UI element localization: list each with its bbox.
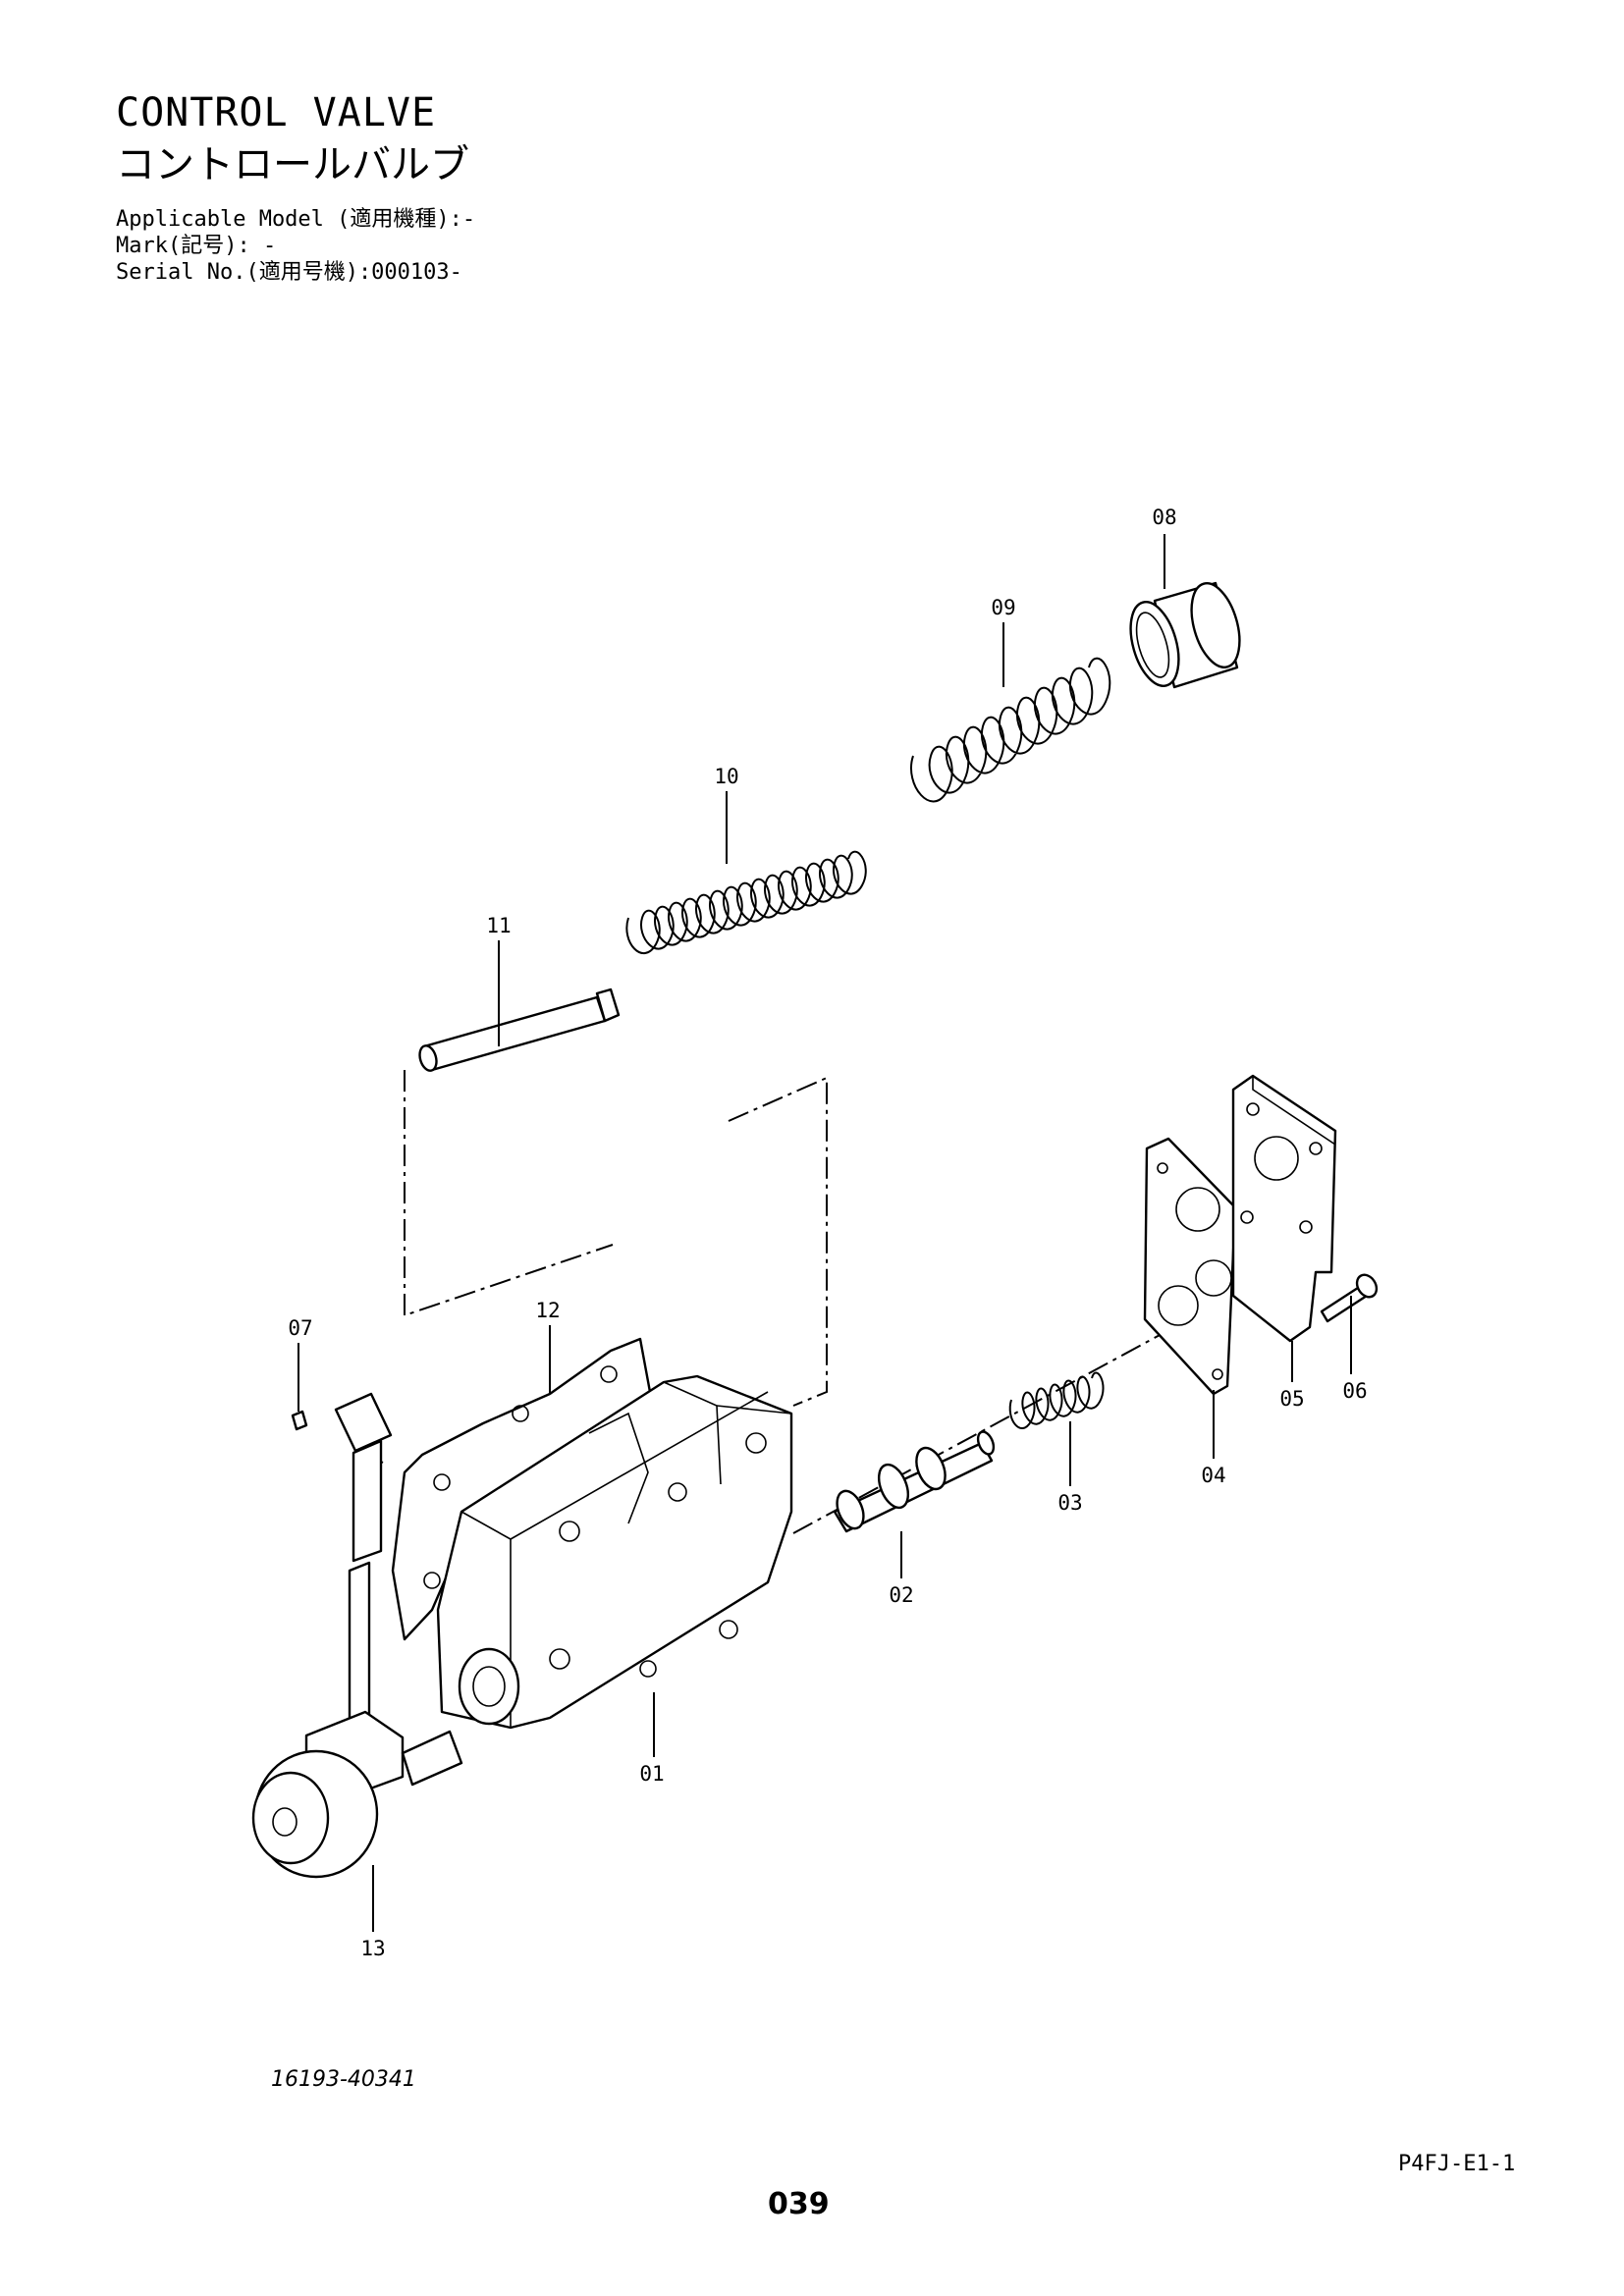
callout-08: 08 (1152, 506, 1176, 529)
alignment-line-left (404, 1070, 614, 1317)
part-13-solenoid[interactable] (251, 1710, 463, 1879)
part-07-fitting[interactable] (291, 1410, 308, 1431)
part-10-small-spring[interactable] (625, 850, 867, 955)
part-06-bolt[interactable] (1320, 1271, 1380, 1323)
callout-11: 11 (486, 914, 511, 937)
part-03-spring[interactable] (1008, 1371, 1105, 1429)
callout-06: 06 (1342, 1379, 1367, 1403)
alignment-line-spool (792, 1326, 1175, 1534)
applicable-model: Applicable Model (適用機種):- (116, 207, 476, 232)
callout-05: 05 (1279, 1387, 1304, 1411)
part-09-large-spring[interactable] (910, 657, 1111, 803)
callout-07: 07 (288, 1316, 312, 1340)
callout-12: 12 (535, 1299, 560, 1322)
serial-number: Serial No.(適用号機):000103- (116, 260, 462, 285)
part-02-spool[interactable] (832, 1429, 997, 1533)
solenoid-connector-wire (334, 1392, 393, 1726)
page-code: P4FJ-E1-1 (1398, 2152, 1516, 2176)
callout-09: 09 (991, 596, 1015, 619)
part-04-plate[interactable] (1143, 1137, 1237, 1396)
callout-10: 10 (714, 765, 738, 788)
part-11-pin[interactable] (417, 988, 621, 1073)
alignment-line-right (728, 1076, 828, 1407)
callout-04: 04 (1201, 1464, 1225, 1487)
part-01-valve-body[interactable] (436, 1374, 793, 1730)
callout-13: 13 (360, 1937, 385, 1960)
page-title: CONTROL VALVE (116, 90, 437, 135)
page-number: 039 (768, 2187, 830, 2221)
callout-02: 02 (889, 1583, 913, 1607)
callout-03: 03 (1057, 1491, 1082, 1515)
part-05-cover[interactable] (1231, 1074, 1337, 1343)
drawing-number: 16193-40341 (271, 2067, 416, 2092)
mark: Mark(記号): - (116, 234, 277, 258)
callout-01: 01 (639, 1762, 664, 1786)
page-title-japanese: コントロールバルブ (116, 142, 469, 187)
part-08-sleeve[interactable] (1122, 578, 1249, 692)
